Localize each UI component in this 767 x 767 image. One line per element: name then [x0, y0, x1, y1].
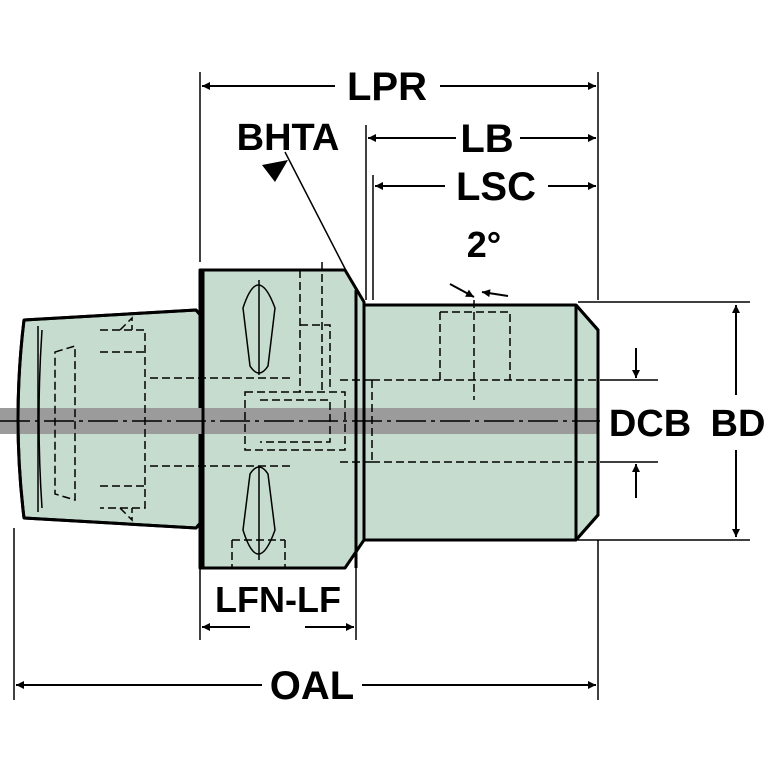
- label-lpr: LPR: [347, 65, 427, 109]
- label-lsc: LSC: [456, 165, 536, 209]
- extension-lines: [13, 72, 750, 700]
- label-oal: OAL: [270, 664, 354, 708]
- dimension-lines: [16, 82, 740, 689]
- adapter-body: [0, 262, 600, 570]
- bhta-leader-arrow: [262, 160, 288, 182]
- label-lfn-lf: LFN-LF: [215, 579, 341, 620]
- drive-slot-top: [242, 284, 276, 374]
- bhta-leader: [284, 151, 357, 291]
- drive-slot-bottom: [242, 466, 276, 555]
- label-dcb: DCB: [609, 403, 691, 445]
- label-angle: 2°: [467, 224, 501, 265]
- dimension-labels: LPR BHTA LB LSC 2° DCB BD LFN-LF OAL: [215, 65, 765, 708]
- label-lb: LB: [460, 117, 513, 161]
- label-bhta: BHTA: [237, 117, 340, 159]
- label-bd: BD: [711, 403, 766, 445]
